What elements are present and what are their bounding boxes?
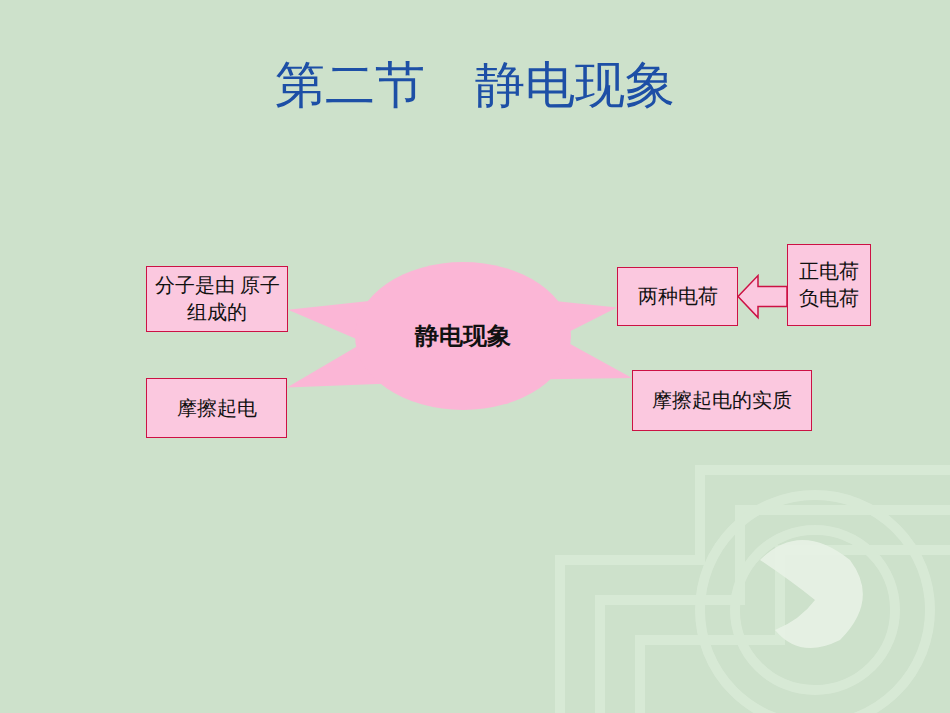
node-label: 静电现象 <box>415 320 511 352</box>
node-label: 摩擦起电 <box>177 395 257 422</box>
topic-box: 正电荷 负电荷 <box>787 244 871 326</box>
topic-box: 摩擦起电 <box>146 378 287 438</box>
node-label: 摩擦起电的实质 <box>652 387 792 414</box>
slide-title: 第二节 静电现象 <box>0 52 950 119</box>
node-label: 正电荷 负电荷 <box>796 258 862 312</box>
node-label: 分子是由 原子组成的 <box>153 272 281 326</box>
topic-box: 两种电荷 <box>617 267 738 326</box>
node-label: 两种电荷 <box>638 283 718 310</box>
block-arrow <box>738 276 787 318</box>
topic-box: 摩擦起电的实质 <box>632 370 812 431</box>
central-burst: 静电现象 <box>355 262 571 410</box>
topic-box: 分子是由 原子组成的 <box>146 266 288 332</box>
